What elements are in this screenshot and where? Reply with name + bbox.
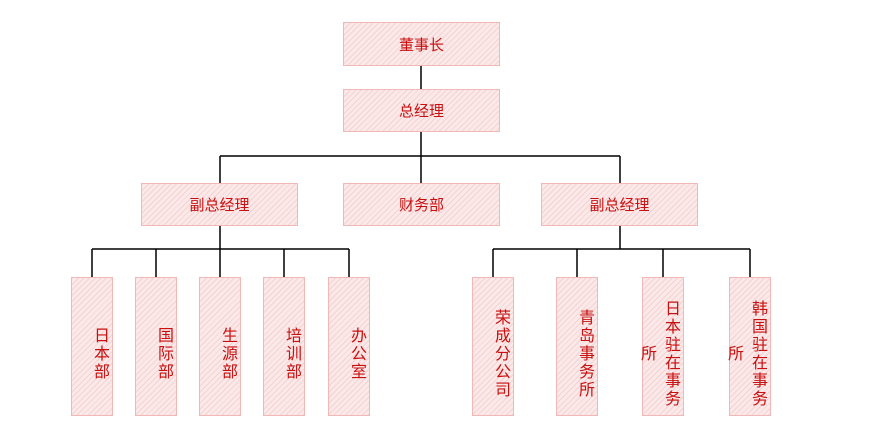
dept-training-box: 培训部 — [263, 277, 305, 416]
dept-admissions-box: 生源部 — [199, 277, 241, 416]
dept-international-box: 国际部 — [135, 277, 177, 416]
branch-korea-office-box: 韩国驻在事务所 — [725, 277, 771, 416]
branch-rongcheng-box: 荣成分公司 — [472, 277, 514, 416]
branch-qingdao-box: 青岛事务所 — [556, 277, 598, 416]
vp-right-box: 副总经理 — [541, 183, 698, 226]
chairman-box: 董事长 — [343, 22, 500, 66]
finance-box: 财务部 — [343, 183, 500, 226]
branch-japan-office-box: 日本驻在事务所 — [638, 277, 684, 416]
vp-left-box: 副总经理 — [141, 183, 298, 226]
dept-japan-box: 日本部 — [71, 277, 113, 416]
dept-office-box: 办公室 — [328, 277, 370, 416]
general-manager-box: 总经理 — [343, 89, 500, 132]
